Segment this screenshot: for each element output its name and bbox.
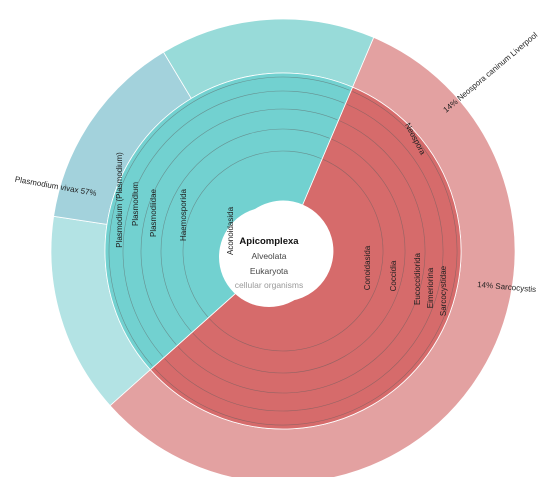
plasmodium-rank-ring-2 [177,120,426,394]
center-line-eukaryota: Eukaryota [250,266,289,276]
conoidasida-rank-ring-4 [108,76,350,367]
conoidasida-rank-ring-0 [182,150,322,318]
rank-label-coccidia: Coccidia [389,260,398,291]
conoidasida-rank-ring-1 [160,128,330,332]
rank-label-conoidasida: Conoidasida [363,245,372,290]
rank-label-plasmodium-plasmodium: Plasmodium (Plasmodium) [115,152,124,248]
rank-label-haemosporida: Haemosporida [179,188,188,241]
center-line-root: cellular organisms [235,280,304,290]
plasmodium-rank-ring-1 [192,138,406,374]
conoidasida-rank-ring-3 [122,90,345,357]
inner-segment-aconoidasida[interactable] [149,86,462,430]
plasmodium-rank-ring-0 [208,159,384,352]
center-hole [219,207,319,307]
rank-label-eucoccidiorida: Eucoccidiorida [413,252,422,305]
rank-label-aconoidasida: Aconoidasida [226,206,235,255]
inner-segments-layer [104,72,462,430]
rank-label-eimeriorina: Eimeriorina [426,267,435,308]
rank-label-plasmodiidae: Plasmodiidae [149,188,158,237]
plasmodium-rank-ring-4 [154,91,458,426]
rank-rings-layer [108,76,458,426]
conoidasida-rank-ring-2 [140,108,338,345]
rank-label-plasmodium: Plasmodium [131,182,140,226]
rank-label-sarcocystidae: Sarcocystidae [439,265,448,316]
species-label-neospora-caninum-liverpool: 14% Neospora caninum Liverpool [442,30,540,114]
center-line-alveolata: Alveolata [252,251,287,261]
center-title: Apicomplexa [239,236,299,247]
plasmodium-rank-ring-3 [164,103,444,412]
